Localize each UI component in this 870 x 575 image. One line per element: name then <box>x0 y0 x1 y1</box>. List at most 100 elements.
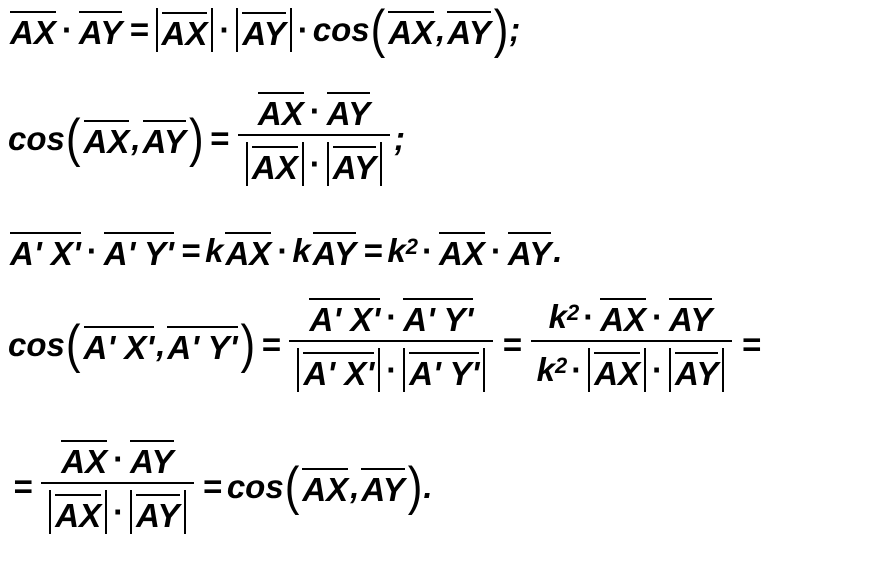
vector-a-prime-y-prime: A' Y' <box>403 298 474 336</box>
dot-operator: · <box>309 145 321 182</box>
dot-operator: · <box>386 298 398 335</box>
right-paren: ) <box>240 315 256 374</box>
fraction: A' X' · A' Y' A' X' · A' Y' <box>289 298 494 392</box>
equation-line-1: AX · AY = AX · AY · cos ( AX , AY ) ; <box>8 3 521 56</box>
equals-sign: = <box>129 11 149 48</box>
vector-a-prime-x-prime: A' X' <box>309 298 381 336</box>
vector-a-prime-y-prime: A' Y' <box>103 232 174 270</box>
fraction-numerator: A' X' · A' Y' <box>301 298 481 340</box>
magnitude-ax: AX <box>155 8 214 52</box>
equation-line-5: = AX · AY AX · AY = cos ( AX , AY ) . <box>8 440 433 534</box>
scale-factor-k: k <box>292 232 311 269</box>
magnitude-ay: AY <box>669 348 725 392</box>
fraction-numerator: AX · AY <box>250 92 378 134</box>
left-paren: ( <box>65 315 81 374</box>
left-paren: ( <box>284 457 300 516</box>
cos-function: cos <box>312 11 370 48</box>
equals-sign: = <box>202 468 222 505</box>
vector-ay: AY <box>507 232 552 270</box>
vector-ax: AX <box>600 298 647 336</box>
vector-ay: AY <box>361 468 405 506</box>
vector-ax: AX <box>61 440 108 478</box>
vector-ay: AY <box>242 12 286 50</box>
dot-operator: · <box>309 92 321 129</box>
magnitude-a-prime-x-prime: A' X' <box>297 348 381 392</box>
dot-operator: · <box>86 232 98 269</box>
vector-ax: AX <box>438 232 485 270</box>
magnitude-ax: AX <box>245 142 304 186</box>
exponent-two: 2 <box>554 353 568 378</box>
equals-sign: = <box>180 232 201 269</box>
dot-operator: · <box>652 351 664 388</box>
vector-ay: AY <box>136 494 180 532</box>
cos-function: cos <box>226 468 284 505</box>
equation-line-4: cos ( A' X' , A' Y' ) = A' X' · A' Y' A'… <box>8 298 766 392</box>
vector-ay: AY <box>312 232 357 270</box>
dot-operator: · <box>652 298 664 335</box>
right-paren: ) <box>188 109 204 168</box>
vector-a-prime-x-prime: A' X' <box>10 232 81 270</box>
dot-operator: · <box>421 232 433 269</box>
semicolon: ; <box>394 120 406 157</box>
vector-ax: AX <box>225 232 272 270</box>
magnitude-ax: AX <box>588 348 647 392</box>
vector-ay: AY <box>332 146 377 184</box>
fraction-denominator: A' X' · A' Y' <box>289 340 494 392</box>
vector-ax: AX <box>83 120 130 158</box>
equals-sign: = <box>13 468 33 505</box>
left-paren: ( <box>370 0 386 59</box>
right-paren: ) <box>493 0 509 59</box>
equation-line-2: cos ( AX , AY ) = AX · AY AX · AY ; <box>8 92 405 186</box>
vector-ax: AX <box>55 494 102 532</box>
scale-factor-k: k <box>205 232 224 269</box>
dot-operator: · <box>277 232 289 269</box>
exponent-two: 2 <box>405 234 418 259</box>
dot-operator: · <box>571 351 583 388</box>
vector-ax: AX <box>161 12 208 50</box>
vector-ay: AY <box>130 440 174 478</box>
fraction: AX · AY AX · AY <box>41 440 194 534</box>
period: . <box>423 468 433 505</box>
vector-a-prime-x-prime: A' X' <box>83 326 155 364</box>
magnitude-ay: AY <box>130 490 186 534</box>
vector-ax: AX <box>251 146 298 184</box>
vector-ay: AY <box>326 92 371 130</box>
vector-a-prime-y-prime: A' Y' <box>409 352 480 390</box>
magnitude-a-prime-y-prime: A' Y' <box>403 348 486 392</box>
scale-factor-k: k <box>548 298 567 335</box>
vector-ay: AY <box>142 120 186 158</box>
magnitude-ax: AX <box>49 490 108 534</box>
comma: , <box>436 11 446 48</box>
dot-operator: · <box>297 11 309 48</box>
vector-a-prime-y-prime: A' Y' <box>167 326 238 364</box>
vector-a-prime-x-prime: A' X' <box>303 352 375 390</box>
equals-sign: = <box>741 326 761 363</box>
fraction: AX · AY AX · AY <box>237 92 391 186</box>
dot-operator: · <box>113 493 125 530</box>
dot-operator: · <box>61 11 73 48</box>
vector-ax: AX <box>257 92 304 130</box>
equals-sign: = <box>209 120 229 157</box>
equals-sign: = <box>502 326 522 363</box>
magnitude-ay: AY <box>236 8 292 52</box>
dot-operator: · <box>386 351 398 388</box>
fraction-numerator: AX · AY <box>53 440 181 482</box>
vector-ax: AX <box>302 468 349 506</box>
magnitude-ay: AY <box>326 142 383 186</box>
cos-function: cos <box>8 326 65 363</box>
semicolon: ; <box>509 11 521 48</box>
fraction-denominator: AX · AY <box>237 134 391 186</box>
exponent-two: 2 <box>566 300 580 325</box>
cos-function: cos <box>8 120 65 157</box>
vector-ay: AY <box>669 298 713 336</box>
vector-ay: AY <box>447 11 491 49</box>
equals-sign: = <box>261 326 281 363</box>
scale-factor-k: k <box>387 232 406 269</box>
comma: , <box>350 468 360 505</box>
comma: , <box>156 326 166 363</box>
dot-operator: · <box>583 298 595 335</box>
